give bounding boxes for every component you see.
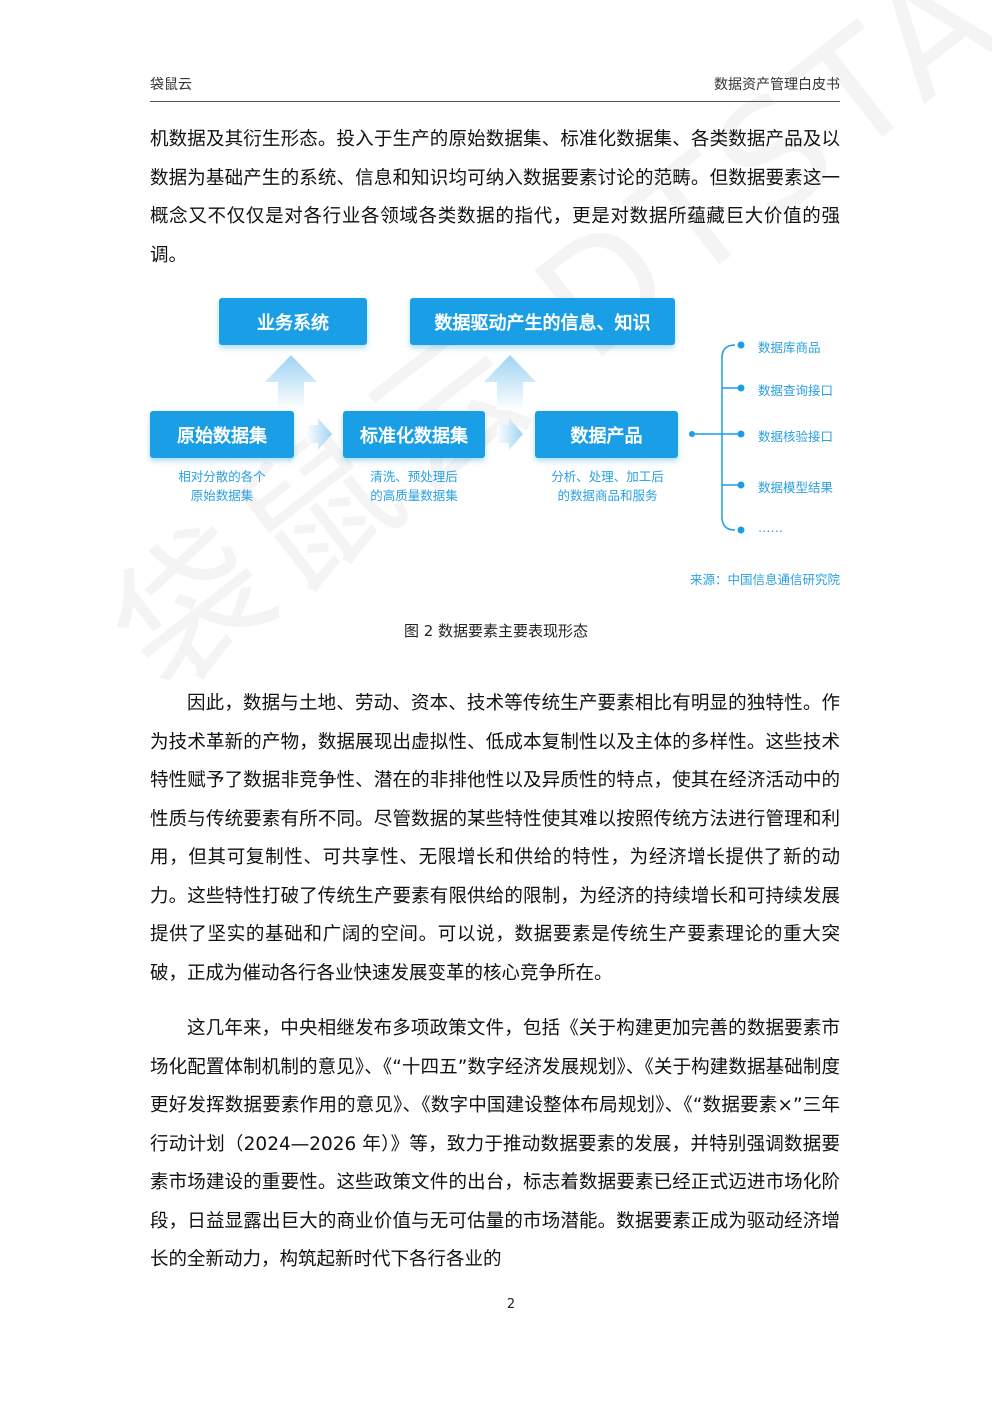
right-arrow-2 [497, 418, 523, 450]
diagram-connectors [265, 341, 745, 534]
up-arrow-info [484, 355, 536, 410]
header-company: 袋鼠云 [150, 77, 192, 93]
list-item-query-api: 数据查询接口 [758, 383, 834, 398]
header-divider [150, 101, 840, 102]
list-item-model-result: 数据模型结果 [758, 480, 834, 495]
paragraph-2: 因此，数据与土地、劳动、资本、技术等传统生产要素相比有明显的独特性。作为技术革新… [150, 693, 840, 984]
paragraph-1: 机数据及其衍生形态。投入于生产的原始数据集、标准化数据集、各类数据产品及以数据为… [150, 129, 840, 266]
list-item-verify-api: 数据核验接口 [758, 429, 834, 444]
box-standard-dataset: 标准化数据集 [343, 411, 485, 458]
box-business-system: 业务系统 [219, 298, 367, 345]
sub-data-product: 分析、处理、加工后的数据商品和服务 [551, 469, 664, 503]
list-item-ellipsis: …… [758, 520, 783, 535]
box-derived-info: 数据驱动产生的信息、知识 [410, 298, 675, 345]
paragraph-3: 这几年来，中央相继发布多项政策文件，包括《关于构建更加完善的数据要素市场化配置体… [150, 1018, 840, 1270]
box-data-product: 数据产品 [535, 411, 678, 458]
up-arrow-business [265, 355, 317, 410]
box-raw-dataset: 原始数据集 [150, 411, 294, 458]
list-bracket [721, 344, 736, 531]
right-arrow-1 [306, 418, 332, 450]
header-doc-title: 数据资产管理白皮书 [714, 77, 840, 93]
sub-raw-dataset: 相对分散的各个原始数据集 [178, 469, 266, 503]
figure-caption: 图 2 数据要素主要表现形态 [403, 622, 589, 640]
sub-standard-dataset: 清洗、预处理后的高质量数据集 [370, 469, 458, 503]
list-item-db-goods: 数据库商品 [758, 340, 821, 355]
figure-source: 来源：中国信息通信研究院 [689, 572, 840, 587]
page-number: 2 [506, 1297, 516, 1312]
